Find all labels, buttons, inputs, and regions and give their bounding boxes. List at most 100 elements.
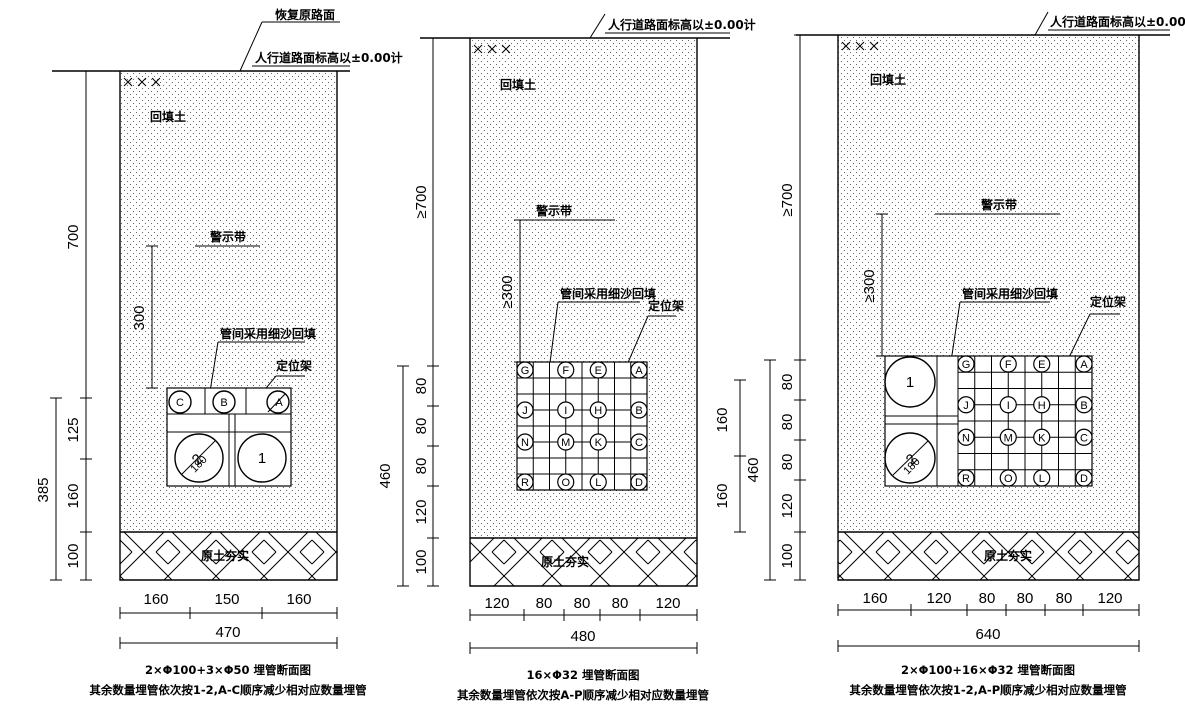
dim-460: 460 bbox=[745, 457, 762, 482]
pipe-label: D bbox=[1080, 473, 1088, 485]
pipe-o bbox=[557, 473, 575, 491]
pipe-e bbox=[589, 361, 607, 379]
svg-text:80: 80 bbox=[413, 418, 430, 435]
svg-text:120: 120 bbox=[1097, 590, 1122, 607]
pipe-label: L bbox=[595, 477, 601, 489]
pipe-label: F bbox=[562, 365, 569, 377]
label-positioner: 定位架 bbox=[648, 298, 684, 313]
label-backfill: 回填土 bbox=[500, 77, 536, 92]
pipe-b bbox=[212, 390, 236, 414]
dim-700: ≥700 bbox=[413, 185, 430, 218]
pipe-d bbox=[1075, 469, 1093, 487]
panel-left: 恢复原路面 人行道路面标高以±0.00计 回填土 警示带 300 管间采用细沙回… bbox=[35, 7, 403, 697]
svg-text:80: 80 bbox=[574, 595, 591, 612]
caption-title: 16×Φ32 埋管断面图 bbox=[527, 668, 640, 682]
pipe-label: B bbox=[1080, 400, 1087, 412]
trench-outline bbox=[469, 38, 698, 587]
pipe-g bbox=[957, 355, 975, 373]
pipe-label: N bbox=[962, 432, 970, 444]
pipe-k bbox=[1033, 428, 1051, 446]
pipe-label: E bbox=[595, 365, 602, 377]
pipe-label: L bbox=[1039, 473, 1045, 485]
svg-text:80: 80 bbox=[779, 454, 796, 471]
pipe-f bbox=[999, 355, 1017, 373]
pipe-label: M bbox=[1004, 432, 1013, 444]
pipe-label: D bbox=[635, 477, 643, 489]
pipe-label: C bbox=[1080, 432, 1088, 444]
pipe-label: I bbox=[564, 405, 567, 417]
pipe-c bbox=[168, 390, 192, 414]
pipe-c bbox=[1075, 428, 1093, 446]
svg-text:120: 120 bbox=[779, 493, 796, 518]
pipe-r bbox=[957, 469, 975, 487]
pipe-n bbox=[516, 433, 534, 451]
label-backfill: 回填土 bbox=[150, 109, 186, 124]
pipe-o bbox=[999, 469, 1017, 487]
pipe-a bbox=[630, 361, 648, 379]
svg-text:80: 80 bbox=[1056, 590, 1073, 607]
pipe-e bbox=[1033, 355, 1051, 373]
label-base-soil: 原土夯实 bbox=[984, 548, 1032, 563]
svg-text:480: 480 bbox=[570, 628, 595, 645]
label-sand-fill: 管间采用细沙回填 bbox=[560, 286, 656, 301]
svg-text:80: 80 bbox=[779, 374, 796, 391]
dim-460: 460 bbox=[377, 463, 394, 488]
pipe-r bbox=[516, 473, 534, 491]
pipe-c bbox=[630, 433, 648, 451]
dim-100: 100 bbox=[65, 543, 82, 568]
caption-note: 其余数量埋管依次按1-2,A-P顺序减少相对应数量埋管 bbox=[849, 683, 1127, 697]
svg-text:160: 160 bbox=[862, 590, 887, 607]
pipe-label: G bbox=[962, 359, 971, 371]
pipe-l bbox=[589, 473, 607, 491]
pipe-b bbox=[630, 401, 648, 419]
pipe-f bbox=[557, 361, 575, 379]
label-elevation: 人行道路面标高以±0.00计 bbox=[1050, 14, 1185, 29]
pipe-j bbox=[516, 401, 534, 419]
svg-text:160: 160 bbox=[143, 591, 168, 608]
pipe-label: N bbox=[521, 437, 529, 449]
panel-middle: 人行道路面标高以±0.00计 回填土 警示带 ≥300 管间采用细沙回填 定位架… bbox=[377, 13, 756, 702]
label-sand-fill: 管间采用细沙回填 bbox=[220, 326, 316, 341]
svg-text:80: 80 bbox=[1017, 590, 1034, 607]
pipe-label: G bbox=[521, 365, 530, 377]
svg-text:640: 640 bbox=[975, 626, 1000, 643]
svg-text:80: 80 bbox=[536, 595, 553, 612]
svg-text:100: 100 bbox=[413, 549, 430, 574]
pipe-k bbox=[589, 433, 607, 451]
svg-text:80: 80 bbox=[612, 595, 629, 612]
pipe-g bbox=[516, 361, 534, 379]
pipe-label: B bbox=[635, 405, 642, 417]
label-warning-tape: 警示带 bbox=[209, 229, 246, 244]
label-positioner: 定位架 bbox=[1090, 294, 1126, 309]
caption-note: 其余数量埋管依次按1-2,A-C顺序减少相对应数量埋管 bbox=[89, 683, 367, 697]
pipe-label: F bbox=[1005, 359, 1012, 371]
pipe-label: R bbox=[521, 477, 529, 489]
svg-text:470: 470 bbox=[215, 624, 240, 641]
dim-385: 385 bbox=[35, 477, 52, 502]
caption-title: 2×Φ100+16×Φ32 埋管断面图 bbox=[901, 663, 1075, 677]
pipe-h bbox=[589, 401, 607, 419]
svg-text:80: 80 bbox=[979, 590, 996, 607]
label-warning-tape: 警示带 bbox=[980, 197, 1017, 212]
pipe-b bbox=[1075, 396, 1093, 414]
label-backfill: 回填土 bbox=[870, 72, 906, 87]
svg-text:80: 80 bbox=[413, 378, 430, 395]
pipe-label: I bbox=[1007, 400, 1010, 412]
label-sand-fill: 管间采用细沙回填 bbox=[962, 286, 1058, 301]
pipe-label: E bbox=[1038, 359, 1045, 371]
pipe-label: O bbox=[1004, 473, 1013, 485]
svg-text:160: 160 bbox=[286, 591, 311, 608]
svg-text:80: 80 bbox=[779, 414, 796, 431]
pipe-label: J bbox=[963, 400, 969, 412]
pipe-l bbox=[1033, 469, 1051, 487]
svg-text:100: 100 bbox=[779, 543, 796, 568]
pipe-a bbox=[1075, 355, 1093, 373]
svg-text:160: 160 bbox=[714, 407, 731, 432]
pipe-1 bbox=[237, 433, 287, 483]
dim-700: 700 bbox=[65, 224, 82, 249]
svg-text:160: 160 bbox=[714, 483, 731, 508]
caption-note: 其余数量埋管依次按A-P顺序减少相对应数量埋管 bbox=[457, 688, 710, 702]
